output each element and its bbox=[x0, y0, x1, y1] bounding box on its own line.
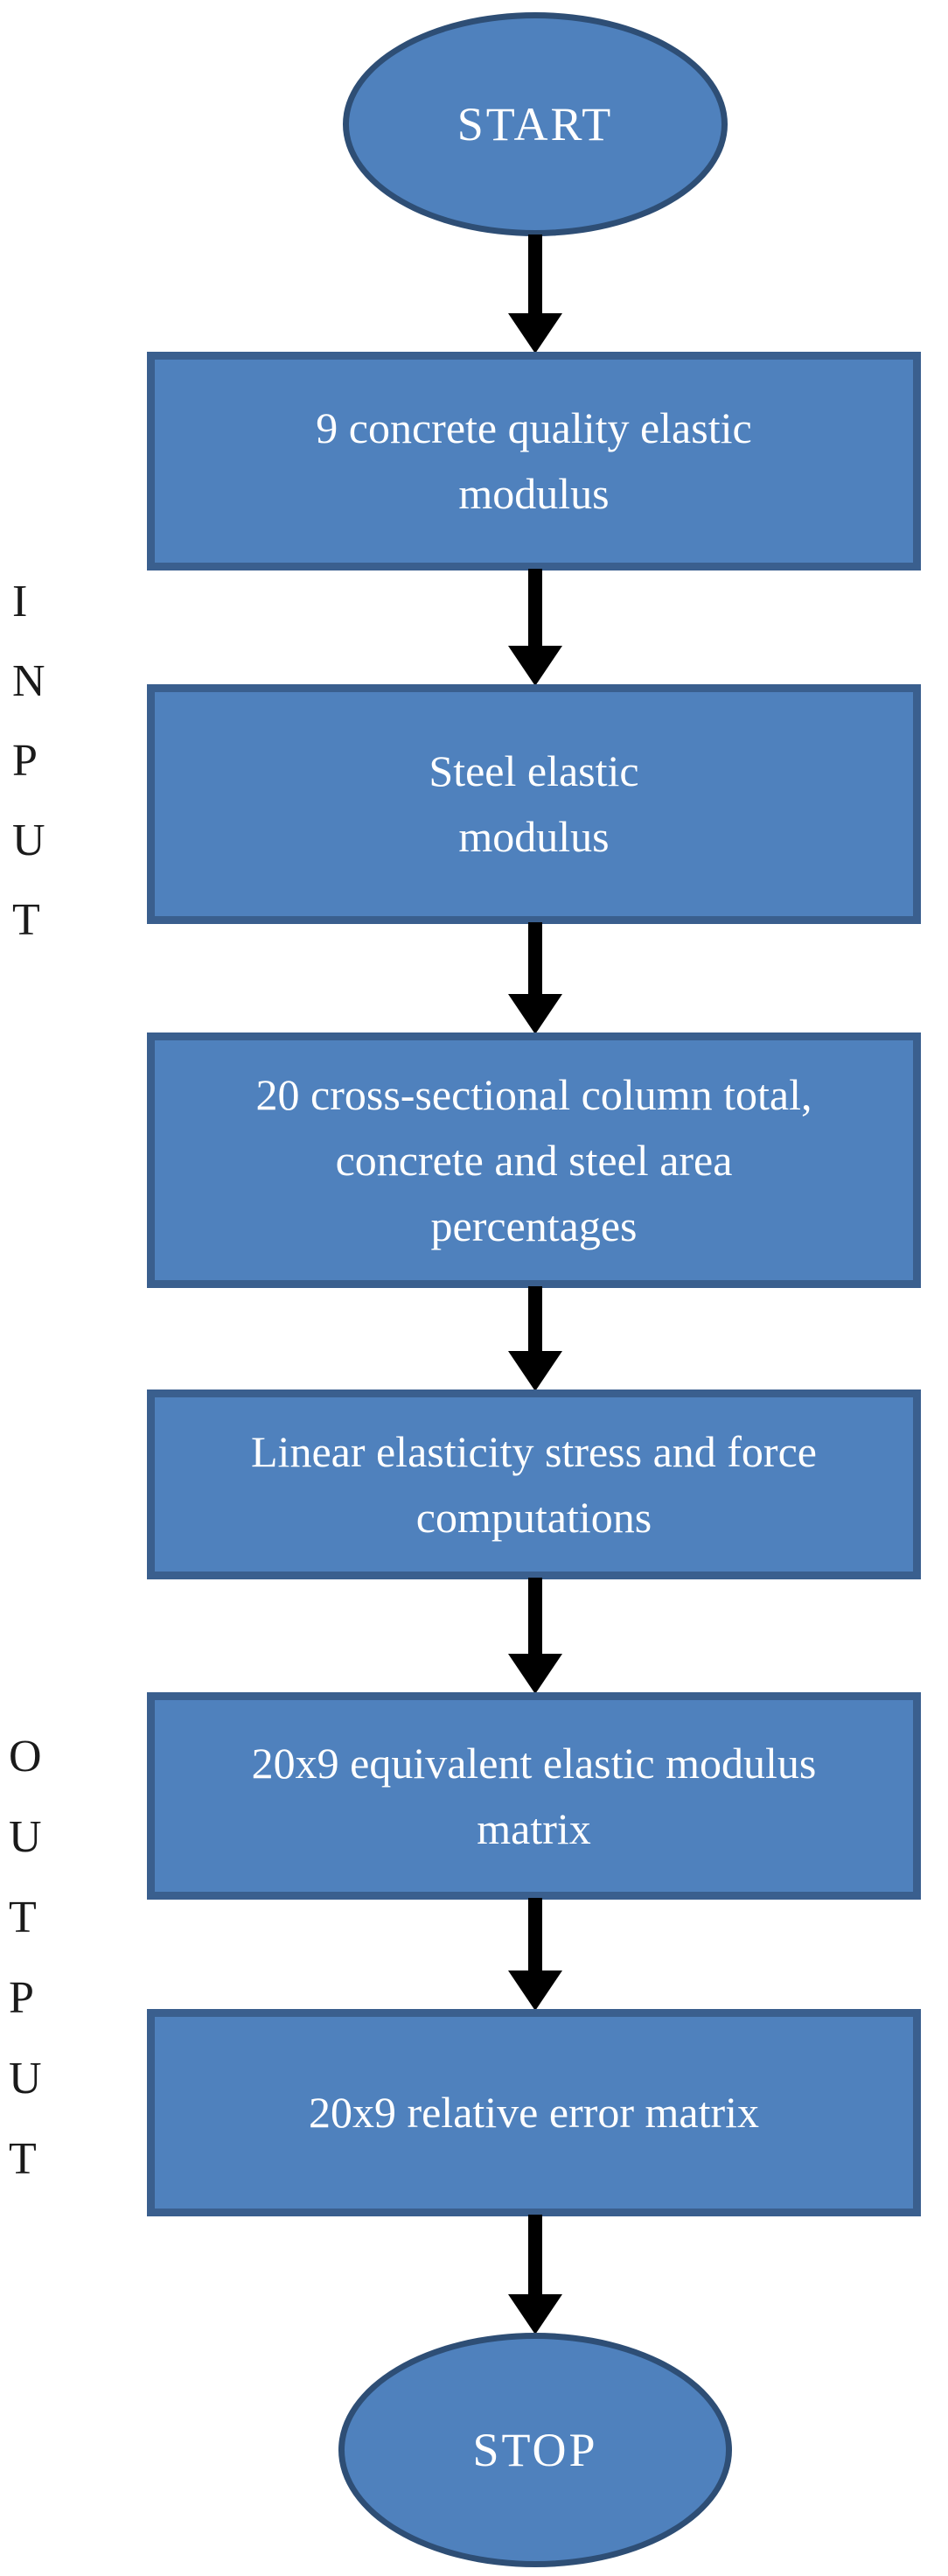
step-box-linear-elasticity: Linear elasticity stress and force compu… bbox=[147, 1390, 921, 1579]
step-text-line: matrix bbox=[477, 1803, 591, 1853]
output-letter: P bbox=[9, 1973, 34, 2023]
arrow-shaft bbox=[528, 1898, 542, 1972]
input-letter: T bbox=[12, 895, 40, 945]
arrow-head-icon bbox=[508, 994, 562, 1034]
arrow-shaft bbox=[528, 1286, 542, 1353]
input-label: I N P U T bbox=[12, 562, 45, 960]
step-text-line: 20x9 relative error matrix bbox=[308, 2088, 760, 2137]
flow-arrow-5 bbox=[508, 1578, 562, 1694]
arrow-shaft bbox=[528, 569, 542, 648]
arrow-head-icon bbox=[508, 1970, 562, 2011]
output-letter: U bbox=[9, 1812, 42, 1862]
flow-arrow-6 bbox=[508, 1898, 562, 2011]
step-box-equivalent-modulus-matrix: 20x9 equivalent elastic modulus matrix bbox=[147, 1692, 921, 1900]
arrow-shaft bbox=[528, 2215, 542, 2296]
input-letter: I bbox=[12, 577, 28, 626]
step-text-line: modulus bbox=[458, 812, 610, 861]
step-text-line: computations bbox=[415, 1492, 652, 1542]
arrow-shaft bbox=[528, 922, 542, 996]
start-terminal: START bbox=[343, 12, 728, 236]
step-text-line: 9 concrete quality elastic bbox=[316, 403, 752, 452]
flow-arrow-7 bbox=[508, 2215, 562, 2334]
output-label: O U T P U T bbox=[9, 1717, 42, 2200]
stop-terminal: STOP bbox=[338, 2333, 732, 2567]
step-text-line: concrete and steel area bbox=[335, 1135, 733, 1185]
input-letter: U bbox=[12, 816, 45, 865]
input-letter: N bbox=[12, 656, 45, 706]
arrow-head-icon bbox=[508, 1351, 562, 1391]
step-box-cross-sections: 20 cross-sectional column total, concret… bbox=[147, 1032, 921, 1288]
step-text-line: Steel elastic bbox=[429, 746, 639, 795]
step-text-line: modulus bbox=[458, 469, 610, 518]
arrow-head-icon bbox=[508, 646, 562, 686]
step-text-line: 20 cross-sectional column total, bbox=[255, 1069, 812, 1119]
output-letter: O bbox=[9, 1732, 42, 1782]
flow-arrow-4 bbox=[508, 1286, 562, 1391]
input-letter: P bbox=[12, 736, 38, 786]
output-letter: T bbox=[9, 1893, 37, 1942]
arrow-head-icon bbox=[508, 313, 562, 354]
flow-arrow-3 bbox=[508, 922, 562, 1034]
step-box-steel-modulus: Steel elastic modulus bbox=[147, 684, 921, 924]
arrow-shaft bbox=[528, 234, 542, 315]
arrow-head-icon bbox=[508, 2294, 562, 2334]
flow-arrow-1 bbox=[508, 234, 562, 354]
step-text-line: Linear elasticity stress and force bbox=[251, 1426, 817, 1476]
flow-arrow-2 bbox=[508, 569, 562, 686]
arrow-head-icon bbox=[508, 1654, 562, 1694]
start-terminal-label: START bbox=[457, 98, 614, 150]
step-box-relative-error-matrix: 20x9 relative error matrix bbox=[147, 2009, 921, 2216]
step-text-line: percentages bbox=[430, 1200, 638, 1250]
output-letter: T bbox=[9, 2134, 37, 2184]
arrow-shaft bbox=[528, 1578, 542, 1656]
stop-terminal-label: STOP bbox=[472, 2424, 598, 2476]
output-letter: U bbox=[9, 2054, 42, 2104]
step-text-line: 20x9 equivalent elastic modulus bbox=[251, 1738, 817, 1788]
step-box-concrete-modulus: 9 concrete quality elastic modulus bbox=[147, 352, 921, 570]
